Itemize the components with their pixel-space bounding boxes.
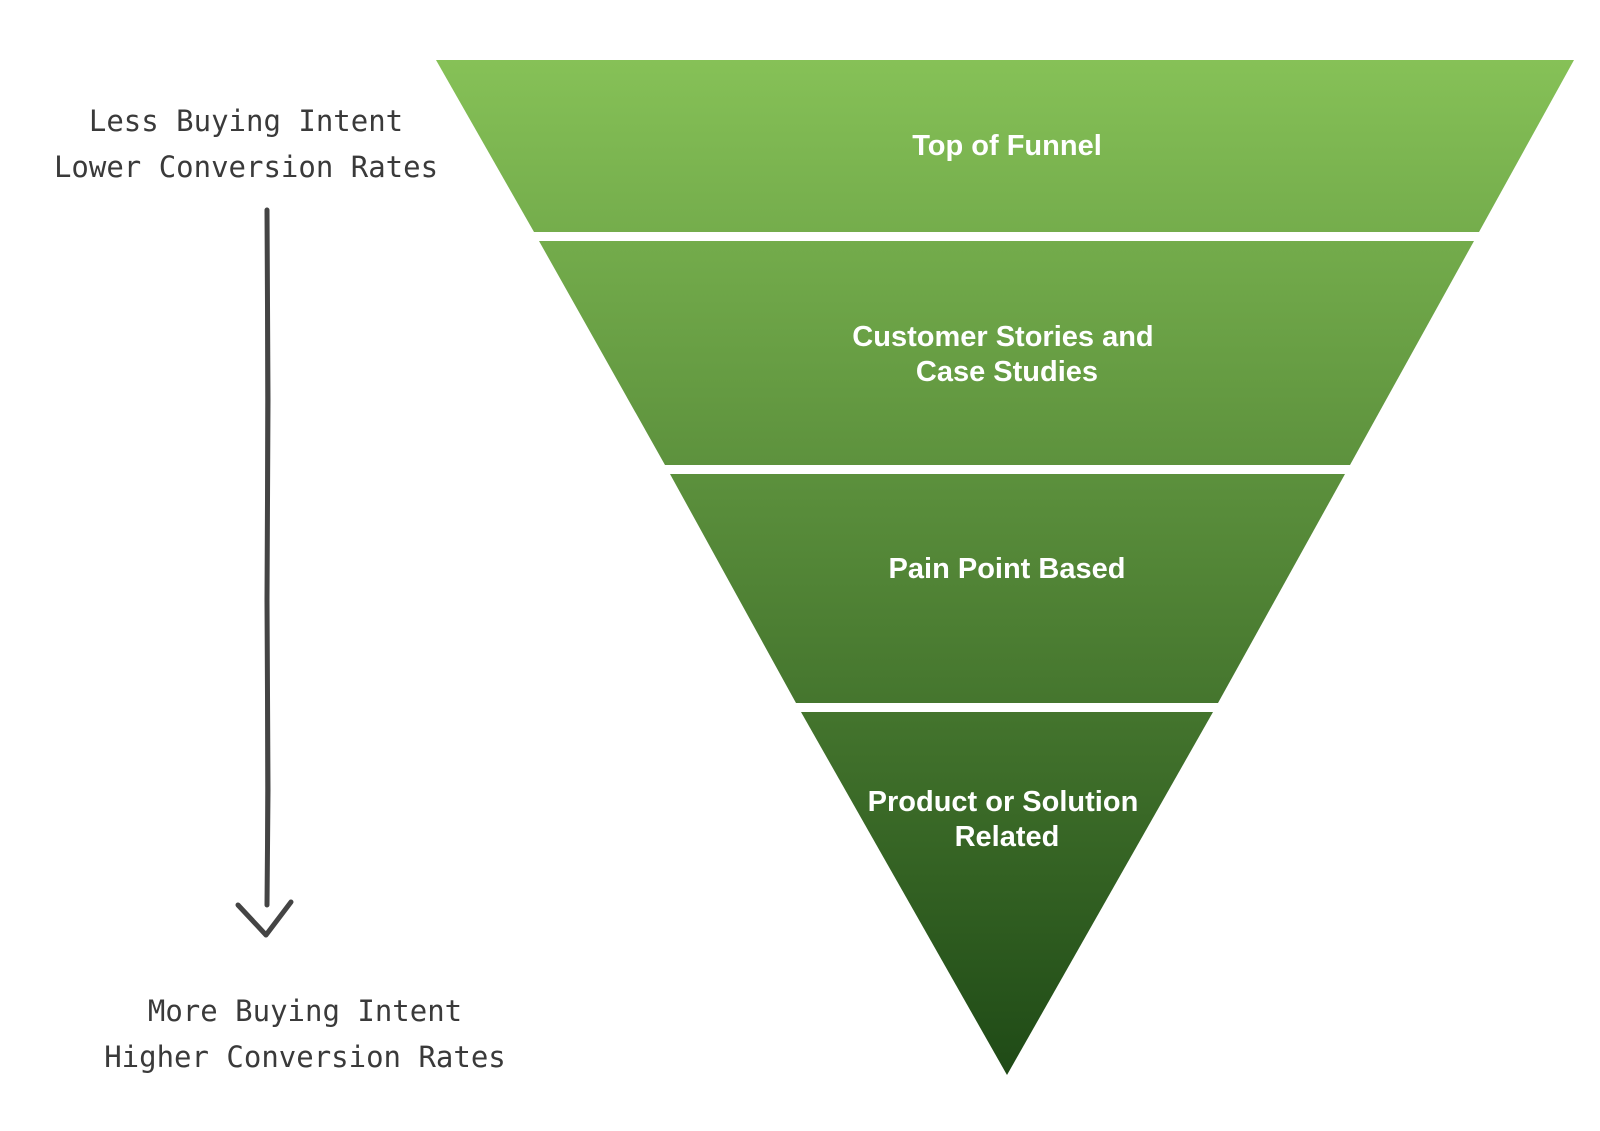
stage-label-product-solution: Product or Solution Related: [868, 786, 1147, 853]
stage-label-top-of-funnel: Top of Funnel: [912, 130, 1102, 162]
stage-customer-stories: [539, 241, 1474, 465]
intent-top-line1: Less Buying Intent: [89, 104, 403, 138]
stage-label-line: Related: [955, 821, 1060, 853]
stage-label-line: Customer Stories and: [852, 321, 1153, 353]
stage-label-line: Case Studies: [916, 356, 1098, 388]
stage-label-customer-stories: Customer Stories and Case Studies: [852, 321, 1161, 388]
stage-top-of-funnel: [436, 60, 1574, 232]
intent-top-line2: Lower Conversion Rates: [54, 150, 438, 184]
down-arrow-icon: [235, 207, 294, 938]
intent-bottom-line1: More Buying Intent: [148, 994, 462, 1028]
intent-bottom-line2: Higher Conversion Rates: [104, 1040, 506, 1074]
stage-label-pain-point: Pain Point Based: [889, 553, 1126, 585]
stage-pain-point: [670, 474, 1345, 703]
funnel-stages: [436, 60, 1574, 1075]
stage-product-solution: [801, 712, 1213, 1075]
stage-label-line: Product or Solution: [868, 786, 1139, 818]
